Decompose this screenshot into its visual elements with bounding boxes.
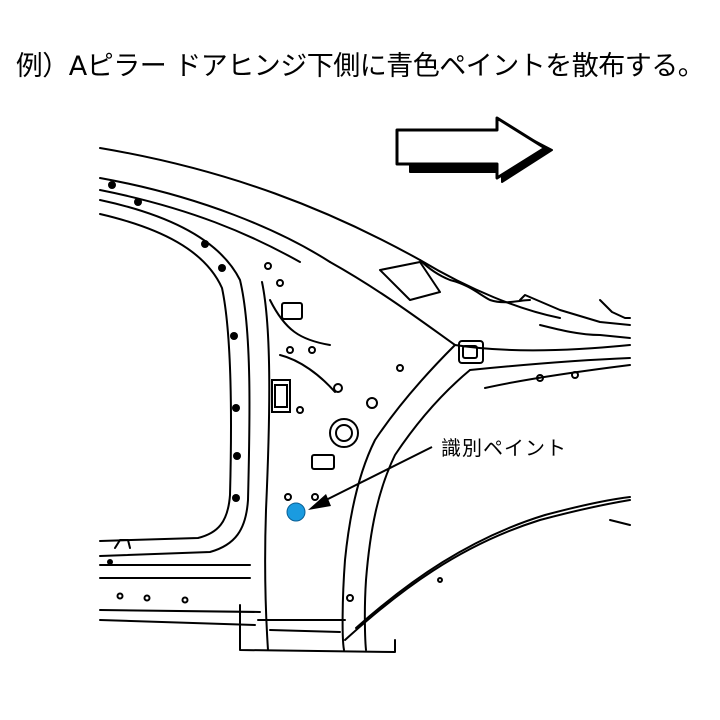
right-arrow-icon [395, 116, 553, 183]
callout-label: 識別ペイント [441, 436, 567, 460]
body-panel-outline [99, 147, 631, 653]
weld-spots [107, 181, 241, 565]
panel-features [116, 262, 579, 604]
paint-marker [286, 502, 306, 522]
callout-arrow [308, 446, 433, 510]
page-caption: 例）Aピラー ドアヒンジ下側に青色ペイントを散布する。 [15, 51, 705, 82]
